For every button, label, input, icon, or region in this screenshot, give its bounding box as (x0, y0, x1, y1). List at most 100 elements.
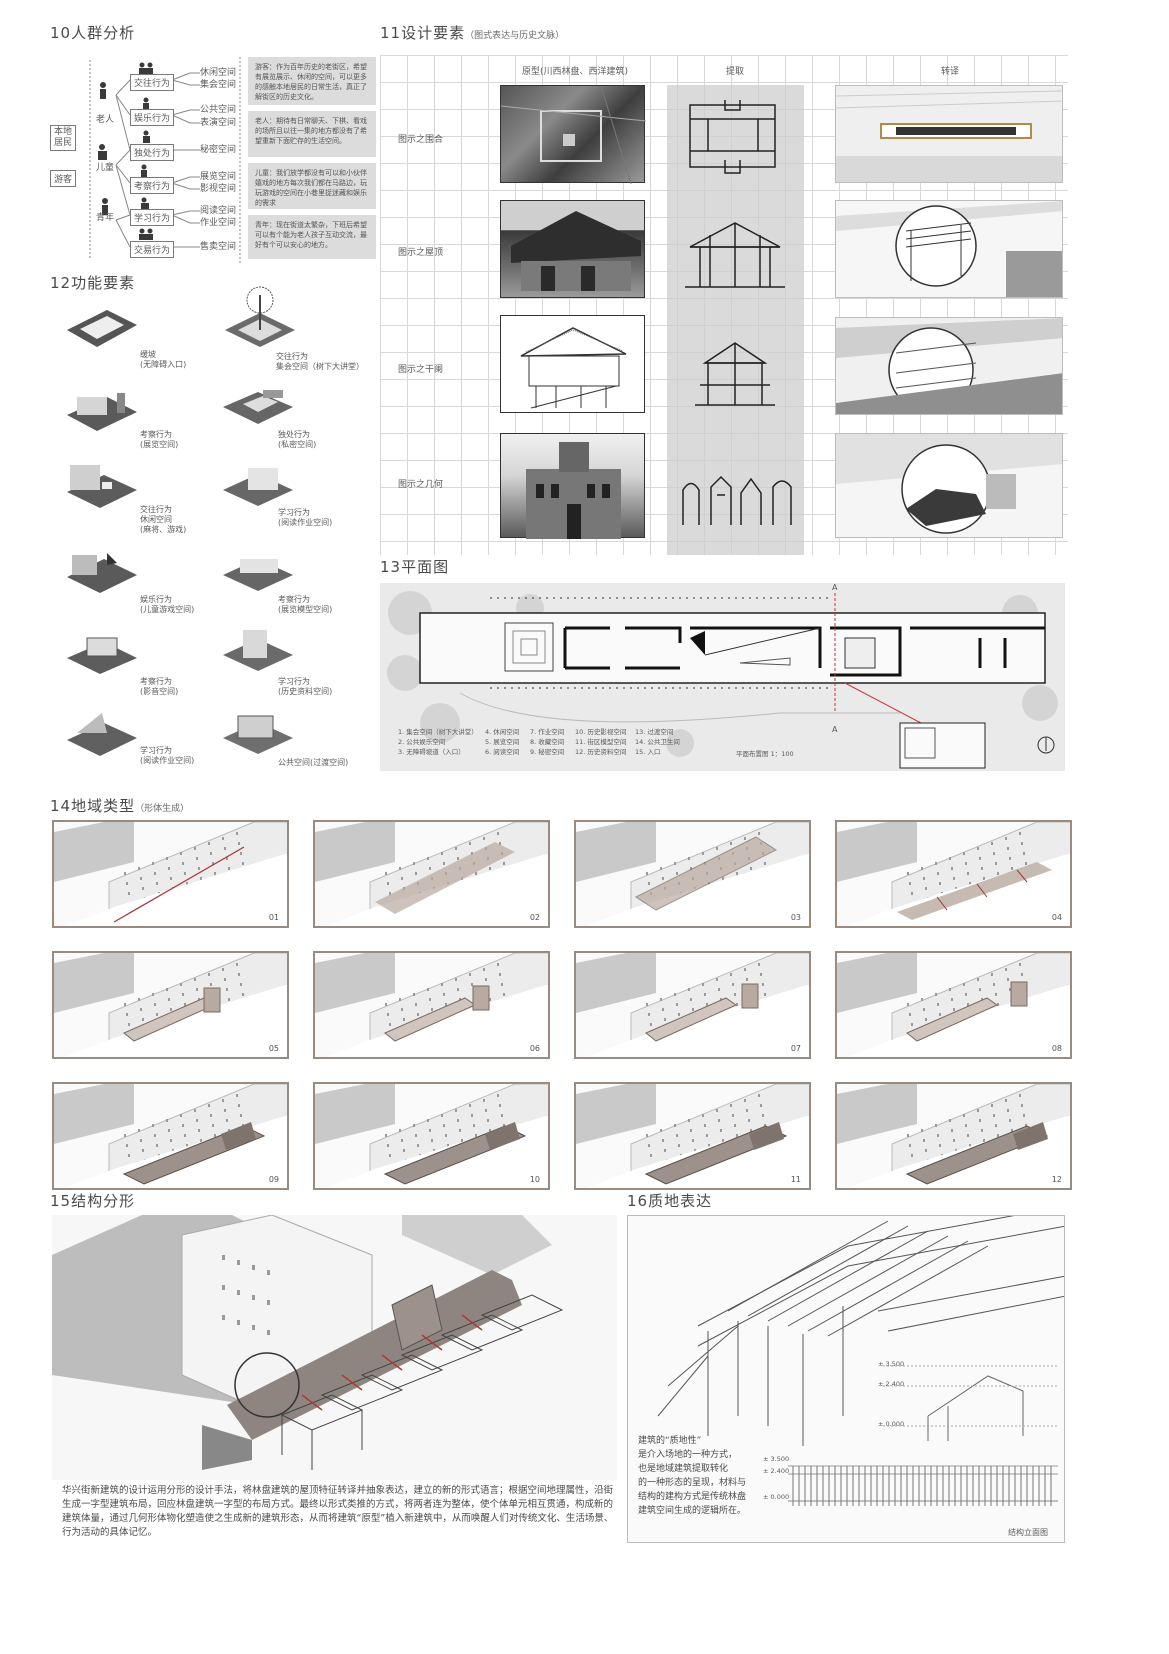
level-3500: ± 3.500 (878, 1360, 905, 1368)
iso-exhibit (67, 393, 137, 431)
form-step-panel: 10 (313, 1082, 550, 1190)
function-elements: 缓坡(无障碍入口) 交往行为集会空间（树下大讲堂） 考察行为(展览空间) 独处行… (50, 286, 380, 775)
space-1-0: 公共空间 (200, 105, 237, 115)
form-step-label: 04 (1051, 913, 1062, 922)
space-2-0: 秘密空间 (200, 145, 237, 155)
behavior-3: 考察行为 (130, 177, 175, 194)
func-10: 学习行为(阅读作业空间) (140, 746, 195, 765)
translate-render-1 (835, 200, 1063, 298)
space-3-1: 影视空间 (200, 184, 237, 194)
form-step-panel: 12 (835, 1082, 1072, 1190)
func-0: 缓坡(无障碍入口) (140, 350, 187, 369)
crowd-lines (89, 57, 241, 263)
translate-render-2 (835, 317, 1063, 415)
structure-description: 华兴街新建筑的设计运用分形的设计手法，将林盘建筑的屋顶特征转译并抽象表达，建立的… (62, 1485, 614, 1538)
translate-render-0 (835, 85, 1063, 183)
behavior-1: 娱乐行为 (130, 109, 175, 126)
aerial-photo (500, 85, 646, 184)
form-step-panel: 04 (835, 820, 1072, 928)
form-step-panel: 05 (52, 951, 289, 1059)
s14-title: 14地域类型（形体生成） (50, 797, 190, 815)
space-5-0: 售卖空间 (200, 242, 237, 252)
iso-tree (225, 286, 295, 347)
level-2400: ± 2.400 (878, 1380, 905, 1388)
iso-archive (223, 630, 293, 671)
level2-3500: ± 3.500 (763, 1455, 790, 1463)
space-0-1: 集会空间 (200, 80, 237, 90)
stilt-house-sketch (500, 315, 645, 413)
note-elderly: 老人：期待有日常聊天、下棋、看戏的场所且以往一集的地方都没有了希望重新下面贮存的… (248, 111, 376, 157)
note-children: 儿童：我们放学都没有可以和小伙伴嬉戏的地方每次我们都在马路边，玩玩游戏的空间在小… (248, 163, 376, 209)
western-building-photo (500, 433, 645, 539)
behavior-0: 交往行为 (130, 74, 175, 91)
section-mark-top: A (832, 583, 838, 592)
func-11: 公共空间(过渡空间) (278, 758, 349, 767)
elevation-caption: 结构立面图 (1008, 1528, 1048, 1537)
form-step-label: 12 (1051, 1175, 1062, 1184)
iso-private (223, 390, 293, 424)
iso-video (67, 637, 137, 674)
iso-reading (223, 468, 293, 506)
s12-title: 12功能要素 (50, 274, 136, 292)
func-8: 考察行为(影音空间) (140, 677, 179, 696)
iso-leisure (67, 465, 137, 508)
behavior-5: 交易行为 (130, 241, 175, 258)
enclosure-sketch (689, 100, 776, 174)
texture-drawing (657, 1216, 1064, 1506)
behavior-4: 学习行为 (130, 209, 175, 226)
s13-title: 13平面图 (380, 558, 450, 576)
space-0-0: 休闲空间 (200, 68, 237, 78)
iso-study (67, 713, 137, 756)
roof-sketch (685, 222, 785, 288)
func-9: 学习行为(历史资料空间) (278, 677, 333, 696)
residents-box: 本地 居民 (50, 125, 77, 151)
func-1: 交往行为集会空间（树下大讲堂） (276, 352, 364, 371)
form-step-panel: 07 (574, 951, 811, 1059)
behavior-2: 独处行为 (130, 144, 175, 161)
form-step-label: 01 (268, 913, 279, 922)
thatched-house-photo (500, 200, 645, 298)
plan-drawing (387, 591, 1058, 769)
group-youth: 青年 (96, 213, 115, 223)
form-step-label: 03 (790, 913, 801, 922)
note-youth: 青年：现在街道太繁杂，下班后希望可以有个能为老人孩子互动交流，最好有个可以安心的… (248, 215, 376, 259)
form-step-label: 07 (790, 1044, 801, 1053)
group-children: 儿童 (96, 163, 115, 173)
plan-scale: 平面布置图 1：100 (736, 750, 794, 758)
form-step-label: 05 (268, 1044, 279, 1053)
form-step-panel: 08 (835, 951, 1072, 1059)
tourists-box: 游客 (50, 170, 77, 187)
level2-2400: ± 2.400 (763, 1467, 790, 1475)
s16-title: 16质地表达 (627, 1192, 713, 1210)
col-header-translate: 转译 (940, 67, 959, 77)
space-1-1: 表演空间 (200, 118, 237, 128)
func-7: 考察行为(展览模型空间) (278, 595, 333, 614)
level-0000: ± 0.000 (878, 1420, 905, 1428)
form-step-label: 11 (790, 1175, 801, 1184)
crowd-analysis: 本地 居民 游客 老人 儿童 青年 交往行为 娱乐行为 独处行为 考察行为 学习… (50, 55, 380, 265)
row-label-1: 图示之屋顶 (398, 248, 444, 258)
section-mark-bottom: A (832, 725, 838, 734)
form-step-label: 06 (529, 1044, 540, 1053)
s11-title: 11设计要素（图式表达与历史文脉） (380, 24, 565, 42)
row-label-2: 图示之干阑 (398, 365, 444, 375)
space-3-0: 展览空间 (200, 172, 237, 182)
iso-play (67, 553, 137, 593)
texture-panel: ± 3.500 ± 2.400 ± 0.000 ± 3.500 ± 2.400 … (627, 1215, 1065, 1543)
func-6: 娱乐行为(儿童游戏空间) (140, 595, 195, 614)
iso-transition (223, 715, 293, 754)
people-icons (98, 62, 153, 240)
col-header-prototype: 原型(川西林盘、西洋建筑) (521, 67, 629, 77)
row-label-0: 图示之围合 (398, 135, 444, 145)
row-label-3: 图示之几何 (398, 480, 444, 490)
s10-title: 10人群分析 (50, 24, 136, 42)
stilt-sketch (695, 342, 775, 406)
iso-model (223, 559, 293, 591)
form-step-label: 02 (529, 913, 540, 922)
form-step-label: 09 (268, 1175, 279, 1184)
form-step-panel: 11 (574, 1082, 811, 1190)
iso-ramp (67, 310, 137, 347)
form-step-panel: 09 (52, 1082, 289, 1190)
